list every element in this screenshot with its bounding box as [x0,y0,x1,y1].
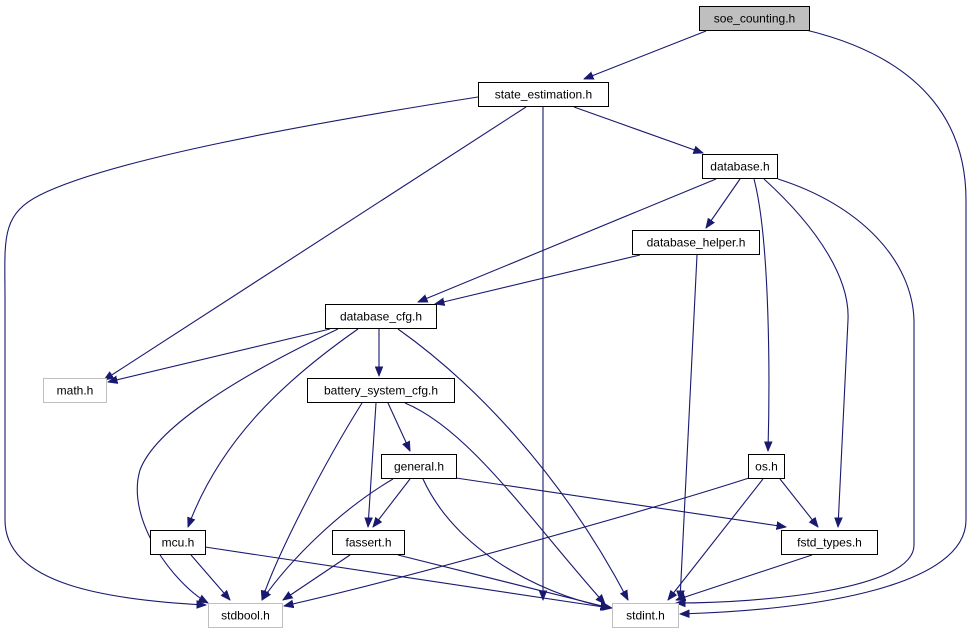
node-box-os [748,454,785,479]
node-general[interactable]: general.h [381,454,457,479]
edge-state-estimation-to-math [104,106,527,380]
node-label-state-estimation: state_estimation.h [495,88,592,102]
node-label-mcu: mcu.h [162,536,195,550]
edge-fstd-types-to-stdint [676,554,813,600]
node-box-fstd-types [781,530,878,555]
node-label-stdbool: stdbool.h [221,609,270,623]
node-label-database-helper: database_helper.h [647,236,746,250]
edge-database-cfg-to-stdbool [136,328,339,603]
node-box-stdint [612,603,679,628]
edge-database-to-database-cfg [418,178,717,303]
node-mcu[interactable]: mcu.h [150,530,206,555]
edge-battery-system-cfg-to-stdint [404,402,605,604]
node-label-database: database.h [710,160,769,174]
node-box-database-cfg [325,304,437,329]
node-stdbool: stdbool.h [208,603,283,628]
edge-state-estimation-to-stdbool [4,96,479,605]
node-label-fstd-types: fstd_types.h [797,536,862,550]
edge-general-to-stdint [422,478,612,608]
edge-fassert-to-stdbool [283,554,351,600]
node-label-general: general.h [394,460,444,474]
edge-state-estimation-to-database [573,106,703,153]
edge-soe-counting-to-state-estimation [584,30,707,80]
node-box-state-estimation [478,82,609,107]
edge-database-to-database-helper [706,178,741,228]
node-state-estimation[interactable]: state_estimation.h [478,82,609,107]
edge-database-cfg-to-math [108,328,331,382]
edge-database-cfg-to-stdint [397,328,628,600]
node-math: math.h [43,378,107,403]
node-label-os: os.h [755,460,778,474]
node-soe-counting[interactable]: soe_counting.h [699,6,810,31]
node-stdint: stdint.h [612,603,679,628]
node-label-soe-counting: soe_counting.h [714,12,795,26]
node-database-cfg[interactable]: database_cfg.h [325,304,437,329]
edge-mcu-to-stdbool [190,554,230,600]
edge-os-to-stdint [668,478,764,600]
node-box-math [43,378,107,403]
node-database-helper[interactable]: database_helper.h [632,230,760,255]
edge-soe-counting-to-stdint [680,29,967,614]
edge-fassert-to-stdint [397,554,610,608]
node-box-soe-counting [699,6,810,31]
edge-database-to-stdint [676,178,915,603]
nodes: soe_counting.h state_estimation.h database… [43,6,878,628]
node-label-stdint: stdint.h [626,609,665,623]
node-label-fassert: fassert.h [345,536,391,550]
edge-general-to-stdbool [262,478,394,600]
node-battery-system-cfg[interactable]: battery_system_cfg.h [307,378,455,403]
edge-mcu-to-stdint [204,546,610,608]
edge-battery-system-cfg-to-fassert [368,402,377,527]
node-fassert[interactable]: fassert.h [332,530,405,555]
node-box-fassert [332,530,405,555]
edge-battery-system-cfg-to-stdbool [262,402,363,600]
node-fstd-types[interactable]: fstd_types.h [781,530,878,555]
edge-general-to-fstd-types [455,477,786,527]
node-box-battery-system-cfg [307,378,455,403]
edge-battery-system-cfg-to-general [387,402,411,451]
node-label-battery-system-cfg: battery_system_cfg.h [324,384,438,398]
node-os[interactable]: os.h [748,454,785,479]
node-box-mcu [150,530,206,555]
node-box-stdbool [208,603,283,628]
node-box-general [381,454,457,479]
edge-database-to-os [753,178,769,451]
edge-database-cfg-to-mcu [188,328,359,527]
edge-os-to-fstd-types [779,478,818,527]
node-box-database [702,154,778,179]
edge-database-to-fstd-types [763,178,849,527]
edge-database-helper-to-database-cfg [435,254,641,304]
edge-general-to-fassert [373,478,411,527]
node-label-database-cfg: database_cfg.h [340,310,422,324]
edges [4,29,967,614]
node-box-database-helper [632,230,760,255]
node-label-math: math.h [57,384,94,398]
edge-os-to-stdbool [284,477,750,606]
edge-database-helper-to-stdint [680,254,698,600]
node-database[interactable]: database.h [702,154,778,179]
